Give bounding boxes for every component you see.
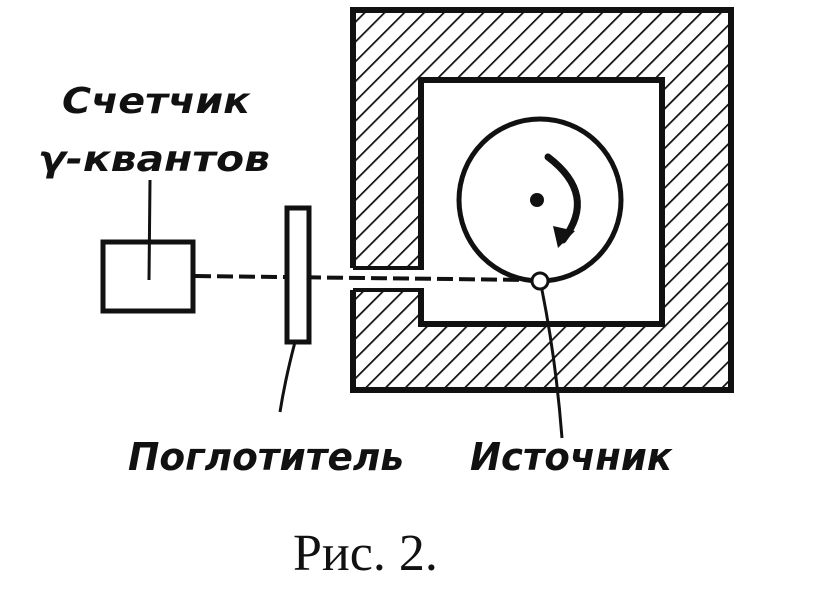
absorber-plate xyxy=(284,205,312,345)
absorber-label: Поглотитель xyxy=(128,435,404,479)
collimator-channel xyxy=(350,266,424,292)
counter-label-line2: γ-квантов xyxy=(38,139,270,180)
counter-label-line1: Счетчик xyxy=(62,81,252,122)
counter-leader-line xyxy=(147,179,152,281)
disk-axis xyxy=(530,193,544,207)
figure-caption: Рис. 2. xyxy=(293,525,438,582)
source-leader-line xyxy=(540,289,564,439)
source-marker xyxy=(530,271,550,291)
absorber-leader-line xyxy=(278,341,297,413)
rotation-arrowhead-icon xyxy=(553,226,575,248)
source-label: Источник xyxy=(470,435,673,479)
gamma-beam xyxy=(194,274,533,282)
